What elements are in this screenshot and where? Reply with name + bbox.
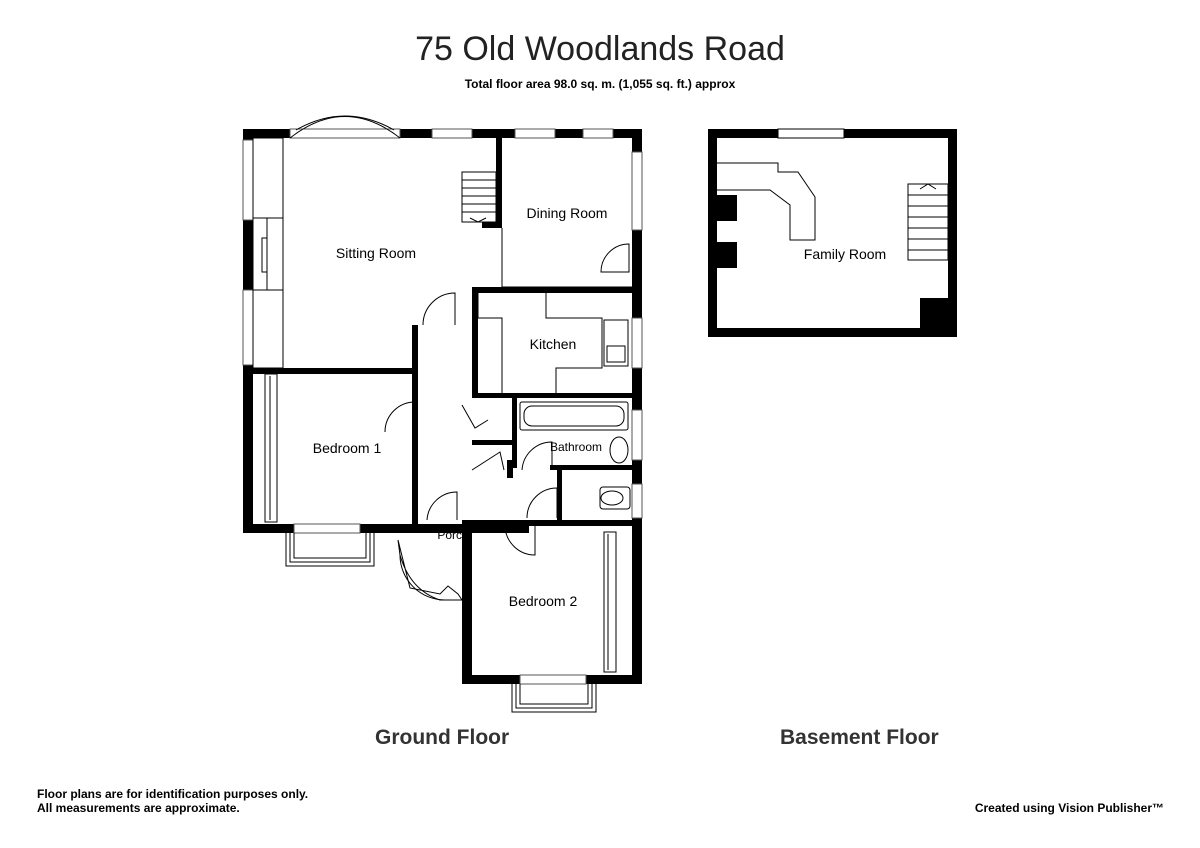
disclaimer: Floor plans are for identification purpo… — [37, 787, 308, 815]
room-label-sitting-room: Sitting Room — [336, 245, 416, 261]
disclaimer-line-2: All measurements are approximate. — [37, 801, 240, 815]
disclaimer-line-1: Floor plans are for identification purpo… — [37, 787, 309, 801]
floor-area-subtitle: Total floor area 98.0 sq. m. (1,055 sq. … — [464, 77, 736, 91]
software-credit: Created using Vision Publisher™ — [974, 801, 1164, 815]
room-label-bathroom: Bathroom — [550, 440, 602, 454]
room-label-dining-room: Dining Room — [527, 205, 608, 221]
plan-title: 75 Old Woodlands Road — [415, 30, 785, 68]
room-label-bedroom-1: Bedroom 1 — [313, 440, 382, 456]
room-label-porch: Porch — [437, 528, 468, 542]
basement-floor-plan — [708, 129, 957, 337]
room-label-bedroom-2: Bedroom 2 — [509, 593, 578, 609]
room-label-family-room: Family Room — [804, 246, 886, 262]
room-label-kitchen: Kitchen — [530, 336, 577, 352]
basement-floor-label: Basement Floor — [780, 726, 939, 749]
ground-floor-label: Ground Floor — [375, 726, 510, 749]
